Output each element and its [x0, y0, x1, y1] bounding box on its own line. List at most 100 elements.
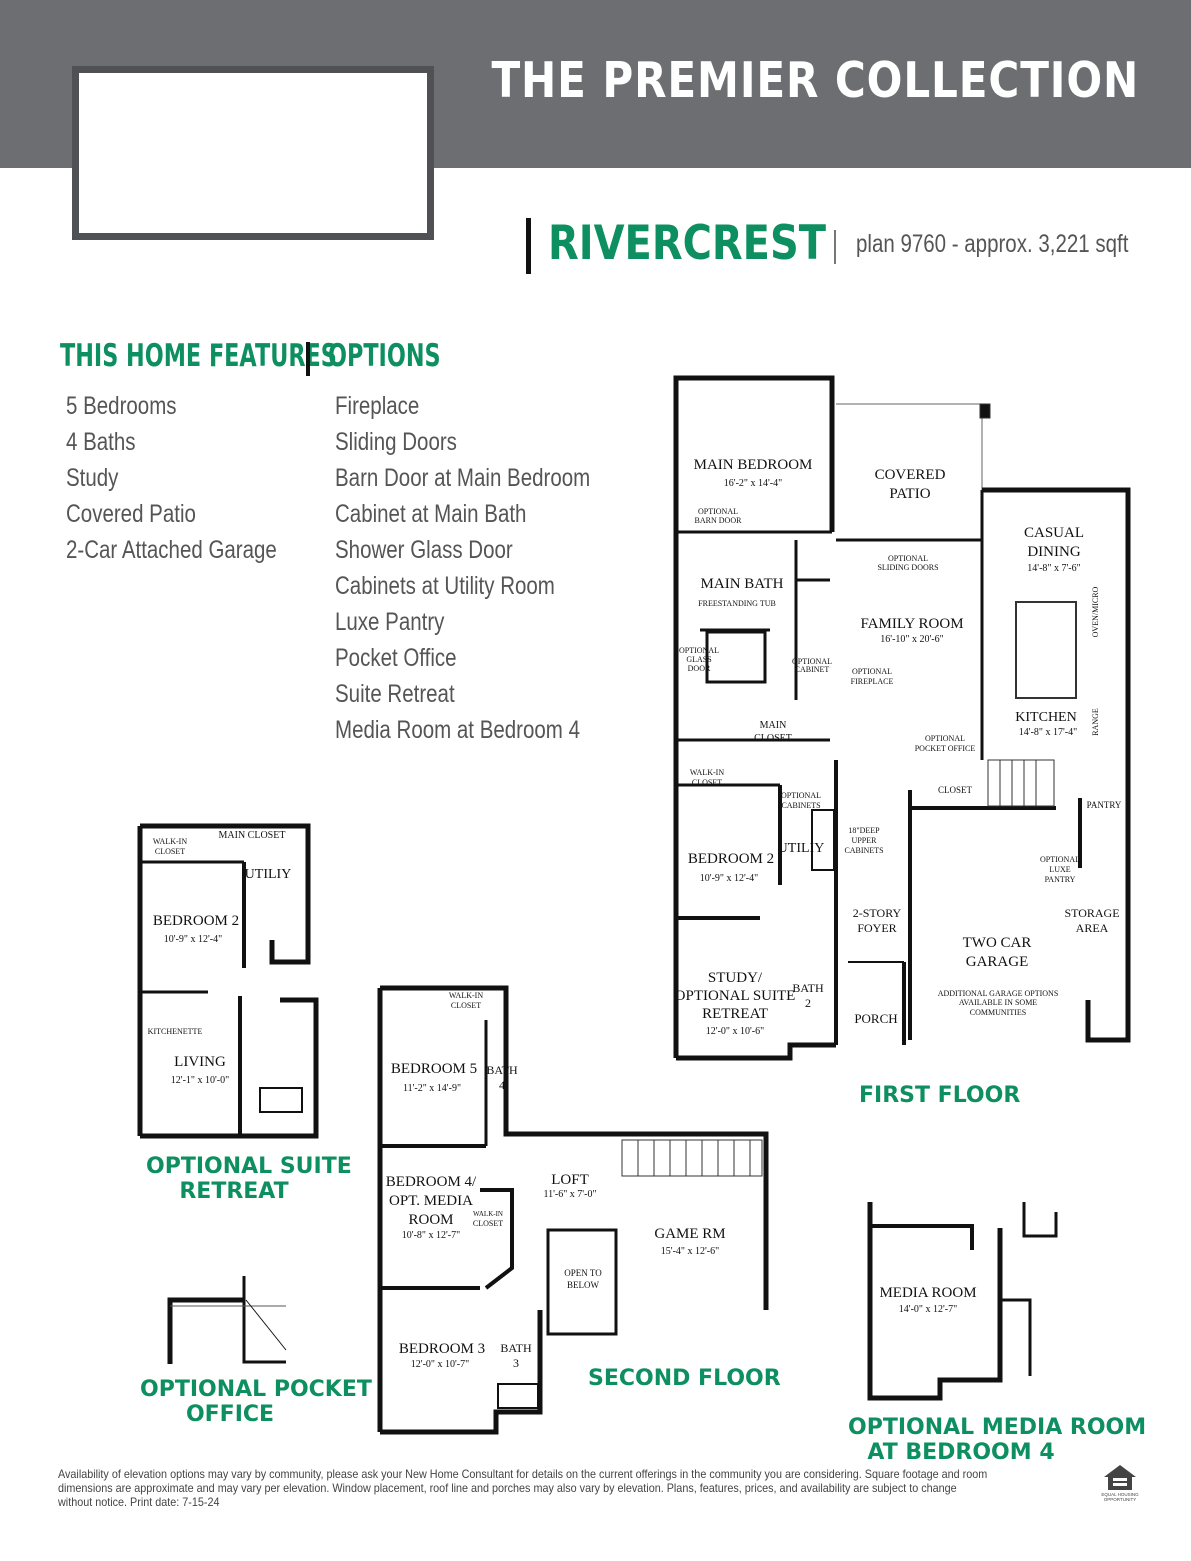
media-room-plan	[867, 1202, 1058, 1401]
room-note: WALK-IN	[153, 837, 187, 846]
room-note: RANGE	[1091, 708, 1100, 736]
room-note: LUXE	[1049, 865, 1070, 874]
room-label: GARAGE	[966, 954, 1029, 970]
room-dim: 14'-8" x 17'-4"	[1019, 727, 1077, 738]
room-dim: 11'-2" x 14'-9"	[403, 1083, 461, 1094]
room-label: AREA	[1076, 921, 1109, 935]
room-label: MEDIA ROOM	[879, 1285, 976, 1301]
room-note: CLOSET	[451, 1001, 481, 1010]
room-dim: 12'-0" x 10'-7"	[411, 1359, 469, 1370]
room-label: MAIN BEDROOM	[694, 457, 813, 473]
list-item: Covered Patio	[66, 500, 196, 528]
room-label: BATH	[500, 1341, 532, 1355]
room-label: CLOSET	[938, 785, 973, 795]
room-note: OPTIONAL	[781, 791, 821, 800]
room-label: UTILIY	[245, 867, 292, 882]
list-item: 4 Baths	[66, 428, 136, 456]
eho-text: OPPORTUNITY	[1104, 1497, 1136, 1502]
room-note: OVEN/MICRO	[1091, 586, 1100, 637]
room-note: COMMUNITIES	[970, 1008, 1026, 1017]
room-label: FAMILY ROOM	[860, 616, 963, 632]
room-label: GAME RM	[654, 1226, 725, 1242]
media-room-label: OPTIONAL MEDIA ROOM AT BEDROOM 4	[848, 1415, 1147, 1465]
disclaimer-text: Availability of elevation options may va…	[58, 1467, 988, 1509]
room-note: UPPER	[852, 836, 878, 845]
room-note: WALK-IN	[690, 768, 724, 777]
list-item: 2-Car Attached Garage	[66, 536, 277, 564]
collection-title: THE PREMIER COLLECTION	[491, 52, 1139, 109]
room-note: POCKET OFFICE	[915, 744, 976, 753]
eho-text: EQUAL HOUSING	[1101, 1492, 1139, 1497]
list-item: Luxe Pantry	[335, 608, 445, 636]
second-floor-plan	[377, 985, 769, 1435]
features-list: 5 Bedrooms 4 Baths Study Covered Patio 2…	[66, 388, 323, 568]
room-note: OPTIONAL	[1040, 855, 1080, 864]
room-label: OPT. MEDIA	[389, 1193, 473, 1209]
room-label: KITCHEN	[1015, 710, 1076, 725]
plan-name: RIVERCREST	[548, 216, 827, 271]
room-note: GLASS	[686, 655, 711, 664]
room-note: CABINETS	[844, 846, 883, 855]
suite-retreat-plan	[137, 823, 319, 1139]
room-dim: 11'-6" x 7'-0"	[543, 1189, 596, 1200]
room-note: OPEN TO	[564, 1268, 602, 1278]
options-list: Fireplace Sliding Doors Barn Door at Mai…	[335, 388, 646, 748]
room-label: ROOM	[408, 1212, 453, 1228]
label-line: OFFICE	[185, 1402, 275, 1427]
room-dim: 10'-9" x 12'-4"	[164, 934, 222, 945]
room-note: DOOR	[688, 664, 711, 673]
room-dim: 15'-4" x 12'-6"	[661, 1246, 719, 1257]
room-note: OPTIONAL	[679, 646, 719, 655]
room-note: BARN DOOR	[695, 516, 743, 525]
room-note: CLOSET	[692, 778, 722, 787]
room-label: PORCH	[854, 1011, 897, 1026]
room-label: FOYER	[857, 921, 896, 935]
room-note: KITCHENETTE	[148, 1027, 203, 1036]
room-note: WALK-IN	[473, 1210, 503, 1218]
room-dim: 12'-0" x 10'-6"	[706, 1026, 764, 1037]
room-label: CLOSET	[754, 733, 792, 744]
room-note: OPTIONAL	[792, 657, 832, 666]
room-note: PANTRY	[1045, 875, 1076, 884]
pocket-office-label: OPTIONAL POCKET OFFICE	[140, 1377, 372, 1427]
list-item: Study	[66, 464, 119, 492]
label-line: OPTIONAL MEDIA ROOM	[848, 1415, 1147, 1440]
room-label: BEDROOM 5	[391, 1061, 477, 1077]
room-label: STORAGE	[1064, 906, 1119, 920]
list-item: Suite Retreat	[335, 680, 455, 708]
room-dim: 14'-0" x 12'-7"	[899, 1304, 957, 1315]
room-label: UTILIY	[778, 841, 825, 856]
list-item: Sliding Doors	[335, 428, 457, 456]
list-item: Cabinets at Utility Room	[335, 572, 555, 600]
room-dim: 12'-1" x 10'-0"	[171, 1075, 229, 1086]
room-label: 3	[513, 1356, 519, 1370]
room-note: WALK-IN	[449, 991, 483, 1000]
room-note: BELOW	[567, 1280, 599, 1290]
room-note: OPTIONAL	[852, 667, 892, 676]
room-note: OPTIONAL	[698, 507, 738, 516]
plan-bar-divider	[526, 218, 531, 274]
room-dim: 16'-2" x 14'-4"	[724, 478, 782, 489]
room-label: LIVING	[174, 1054, 226, 1070]
room-label: 4	[499, 1078, 505, 1092]
room-label: RETREAT	[702, 1006, 768, 1022]
features-options-divider	[306, 342, 310, 376]
label-line: RETREAT	[179, 1179, 289, 1204]
list-item: Cabinet at Main Bath	[335, 500, 527, 528]
room-note: SLIDING DOORS	[877, 563, 938, 572]
room-label: BEDROOM 4/	[386, 1174, 477, 1190]
list-item: Media Room at Bedroom 4	[335, 716, 580, 744]
plan-meta-divider	[834, 230, 836, 264]
room-note: ADDITIONAL GARAGE OPTIONS	[938, 989, 1059, 998]
room-dim: 16'-10" x 20'-6"	[880, 634, 943, 645]
list-item: Shower Glass Door	[335, 536, 513, 564]
room-note: CLOSET	[473, 1219, 503, 1228]
room-dim: 10'-8" x 12'-7"	[402, 1230, 460, 1241]
logo-placeholder	[72, 66, 434, 240]
first-floor-label: FIRST FLOOR	[859, 1083, 1021, 1108]
plan-meta: plan 9760 - approx. 3,221 sqft	[856, 230, 1129, 258]
second-floor-label: SECOND FLOOR	[588, 1366, 781, 1391]
room-label: DINING	[1027, 544, 1080, 560]
list-item: 5 Bedrooms	[66, 392, 177, 420]
